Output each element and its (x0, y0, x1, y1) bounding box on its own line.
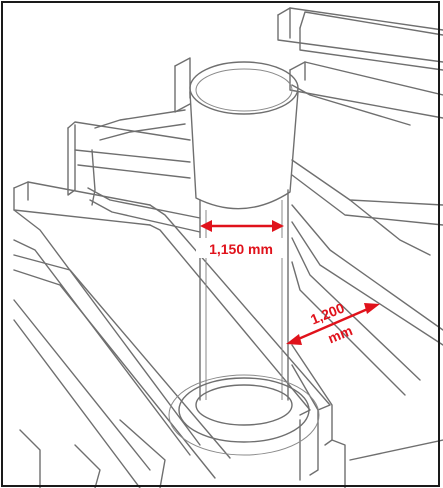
left-stringers (13, 181, 331, 488)
post-diameter-dimension: 1,150 mm (196, 220, 286, 258)
right-stringers (291, 159, 443, 488)
tread-width-dimension: 1,200 mm (286, 299, 380, 346)
mid-left-step (67, 121, 201, 233)
post-diameter-label: 1,150 mm (209, 241, 273, 257)
post-top (189, 61, 299, 210)
upper-right-stairs (277, 7, 443, 126)
